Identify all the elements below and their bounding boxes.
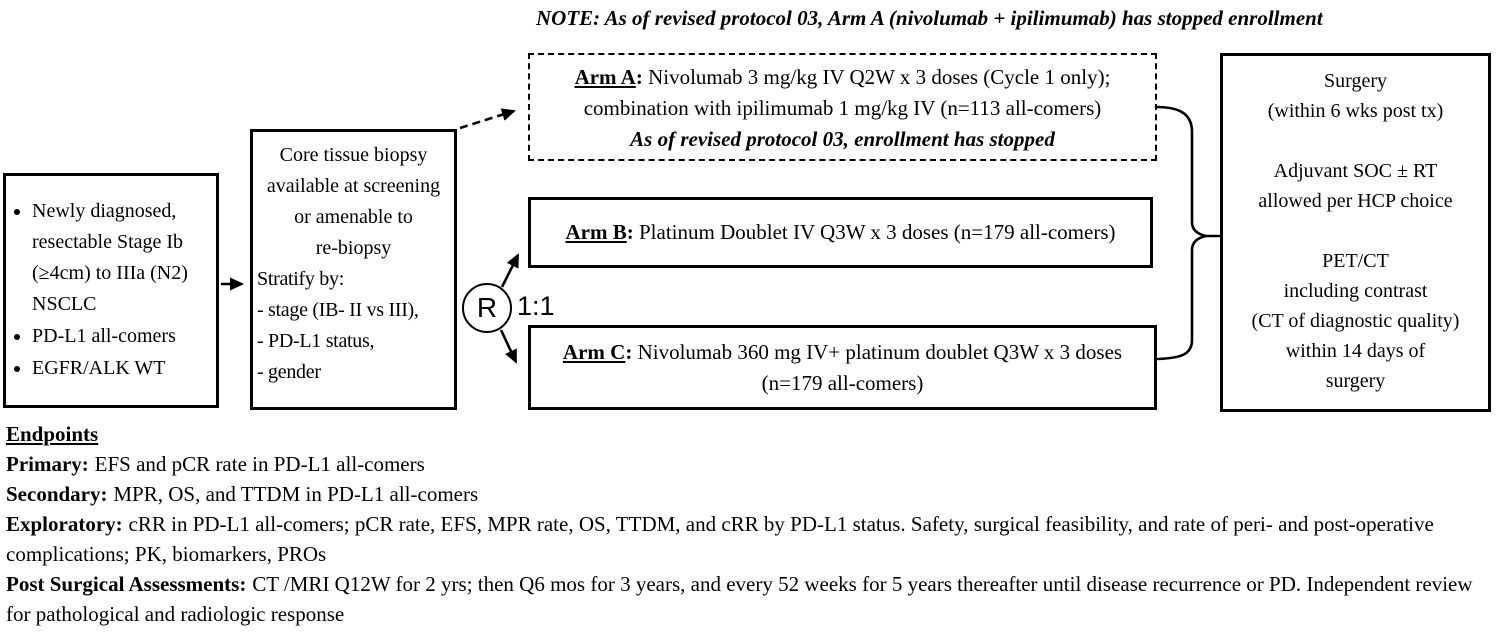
randomization-ratio: 1:1 xyxy=(517,291,555,321)
arm-a-line2: combination with ipilimumab 1 mg/kg IV (… xyxy=(583,96,1102,120)
surgery-line: surgery xyxy=(1325,370,1386,392)
arrow-r-to-arm-b xyxy=(500,253,520,288)
biopsy-line: re-biopsy xyxy=(315,237,392,259)
surgery-line: Adjuvant SOC ± RT xyxy=(1273,160,1438,182)
arrow-r-to-arm-c xyxy=(499,329,518,364)
arm-c-line2: (n=179 all-comers) xyxy=(761,370,924,395)
biopsy-box: Core tissue biopsy available at screenin… xyxy=(250,129,457,410)
surgery-line: Surgery xyxy=(1324,70,1387,92)
arm-a-stopped-note: As of revised protocol 03, enrollment ha… xyxy=(630,127,1055,151)
eligibility-item: Newly diagnosed, resectable Stage Ib (≥4… xyxy=(32,196,212,321)
surgery-line: within 14 days of xyxy=(1285,340,1426,362)
endpoint-primary: Primary:EFS and pCR rate in PD-L1 all-co… xyxy=(6,452,425,476)
protocol-note: NOTE: As of revised protocol 03, Arm A (… xyxy=(536,6,1323,30)
biopsy-line: Core tissue biopsy xyxy=(279,144,428,166)
endpoint-secondary: Secondary:MPR, OS, and TTDM in PD-L1 all… xyxy=(6,482,479,506)
surgery-line xyxy=(1223,126,1488,156)
endpoints-title: Endpoints xyxy=(6,422,99,446)
surgery-line: including contrast xyxy=(1283,280,1428,302)
eligibility-list: Newly diagnosed, resectable Stage Ib (≥4… xyxy=(12,196,212,385)
arm-a-box: Arm A: Nivolumab 3 mg/kg IV Q2W x 3 dose… xyxy=(528,53,1157,161)
arm-c-box: Arm C: Nivolumab 360 mg IV+ platinum dou… xyxy=(528,325,1157,410)
endpoint-post-surgical: Post Surgical Assessments:CT /MRI Q12W f… xyxy=(6,572,1473,626)
surgery-line: (CT of diagnostic quality) xyxy=(1251,310,1460,332)
randomization-circle: R xyxy=(462,283,512,333)
arrow-dashed-to-arm-a xyxy=(459,108,516,130)
surgery-line: (within 6 wks post tx) xyxy=(1267,100,1444,122)
stratify-item: - gender xyxy=(257,361,321,383)
surgery-line xyxy=(1223,216,1488,246)
surgery-line: PET/CT xyxy=(1322,250,1389,272)
arm-b-box: Arm B: Platinum Doublet IV Q3W x 3 doses… xyxy=(528,197,1153,268)
biopsy-line: or amenable to xyxy=(294,206,413,228)
endpoints-section: Endpoints Primary:EFS and pCR rate in PD… xyxy=(6,419,1494,629)
eligibility-item: PD-L1 all-comers xyxy=(32,321,212,353)
arm-a-line1: Arm A: Nivolumab 3 mg/kg IV Q2W x 3 dose… xyxy=(574,65,1111,89)
surgery-line: allowed per HCP choice xyxy=(1258,190,1453,212)
biopsy-line: available at screening xyxy=(266,175,441,197)
stratify-label: Stratify by: xyxy=(257,268,344,290)
brace-connector xyxy=(1154,105,1221,361)
arm-b-line: Arm B: Platinum Doublet IV Q3W x 3 doses… xyxy=(565,220,1116,244)
eligibility-item: EGFR/ALK WT xyxy=(32,353,212,385)
stratify-item: - stage (IB- II vs III), xyxy=(257,299,419,321)
surgery-box: Surgery (within 6 wks post tx) Adjuvant … xyxy=(1220,53,1491,412)
endpoint-exploratory: Exploratory:cRR in PD-L1 all-comers; pCR… xyxy=(6,512,1434,566)
randomization-symbol: R xyxy=(476,292,498,323)
eligibility-box: Newly diagnosed, resectable Stage Ib (≥4… xyxy=(3,173,219,408)
arm-c-line1: Arm C: Nivolumab 360 mg IV+ platinum dou… xyxy=(562,339,1123,364)
stratify-item: - PD-L1 status, xyxy=(257,330,375,352)
